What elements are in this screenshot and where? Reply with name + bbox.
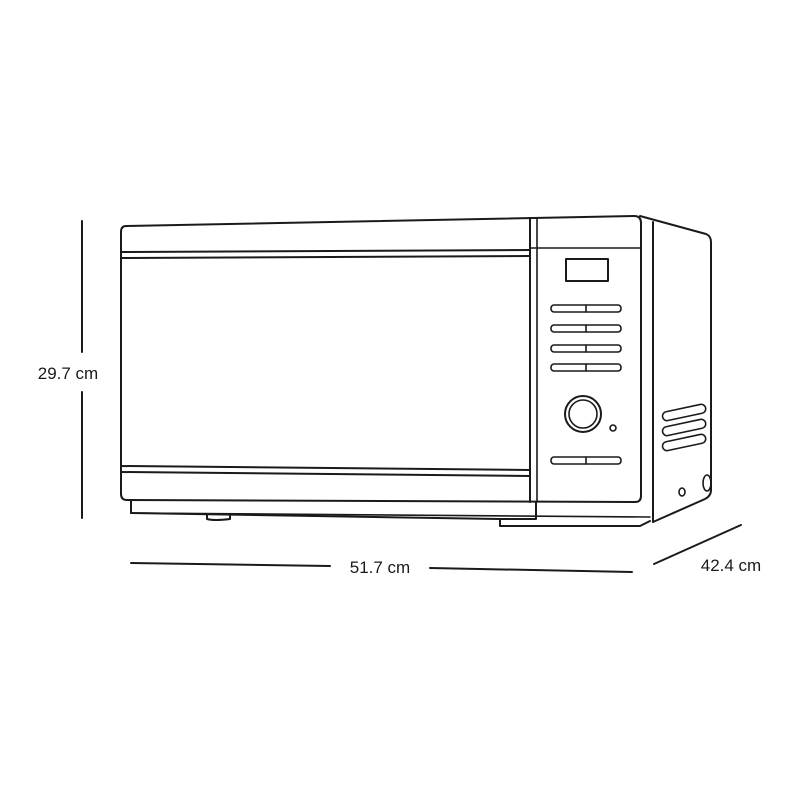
front-frame — [120, 215, 642, 503]
side-vent-3 — [661, 433, 707, 452]
depth-dimension-line — [653, 524, 742, 565]
control-panel — [529, 247, 642, 465]
width-dimension-line-right — [429, 567, 633, 573]
side-vent-2 — [661, 418, 707, 437]
front-foot-left — [206, 513, 231, 521]
microwave-base — [130, 499, 651, 527]
microwave-side-panel — [639, 215, 712, 523]
width-dimension-line-left — [130, 562, 331, 567]
width-label: 51.7 cm — [350, 558, 410, 577]
depth-label: 42.4 cm — [701, 556, 761, 575]
side-vent-1 — [661, 403, 707, 422]
microwave-door — [120, 217, 538, 503]
side-port-small — [678, 487, 686, 497]
height-label: 29.7 cm — [38, 364, 98, 383]
height-dimension: 29.7 cm — [38, 220, 98, 519]
dial-indicator — [568, 399, 598, 429]
control-dial — [564, 395, 602, 433]
depth-dimension: 42.4 cm — [653, 524, 761, 575]
indicator-light — [609, 424, 617, 432]
front-foot-right — [499, 501, 537, 520]
side-port-large — [702, 474, 712, 492]
width-dimension: 51.7 cm — [130, 558, 633, 577]
microwave-oven-outline — [120, 215, 712, 527]
display-window — [565, 258, 609, 282]
